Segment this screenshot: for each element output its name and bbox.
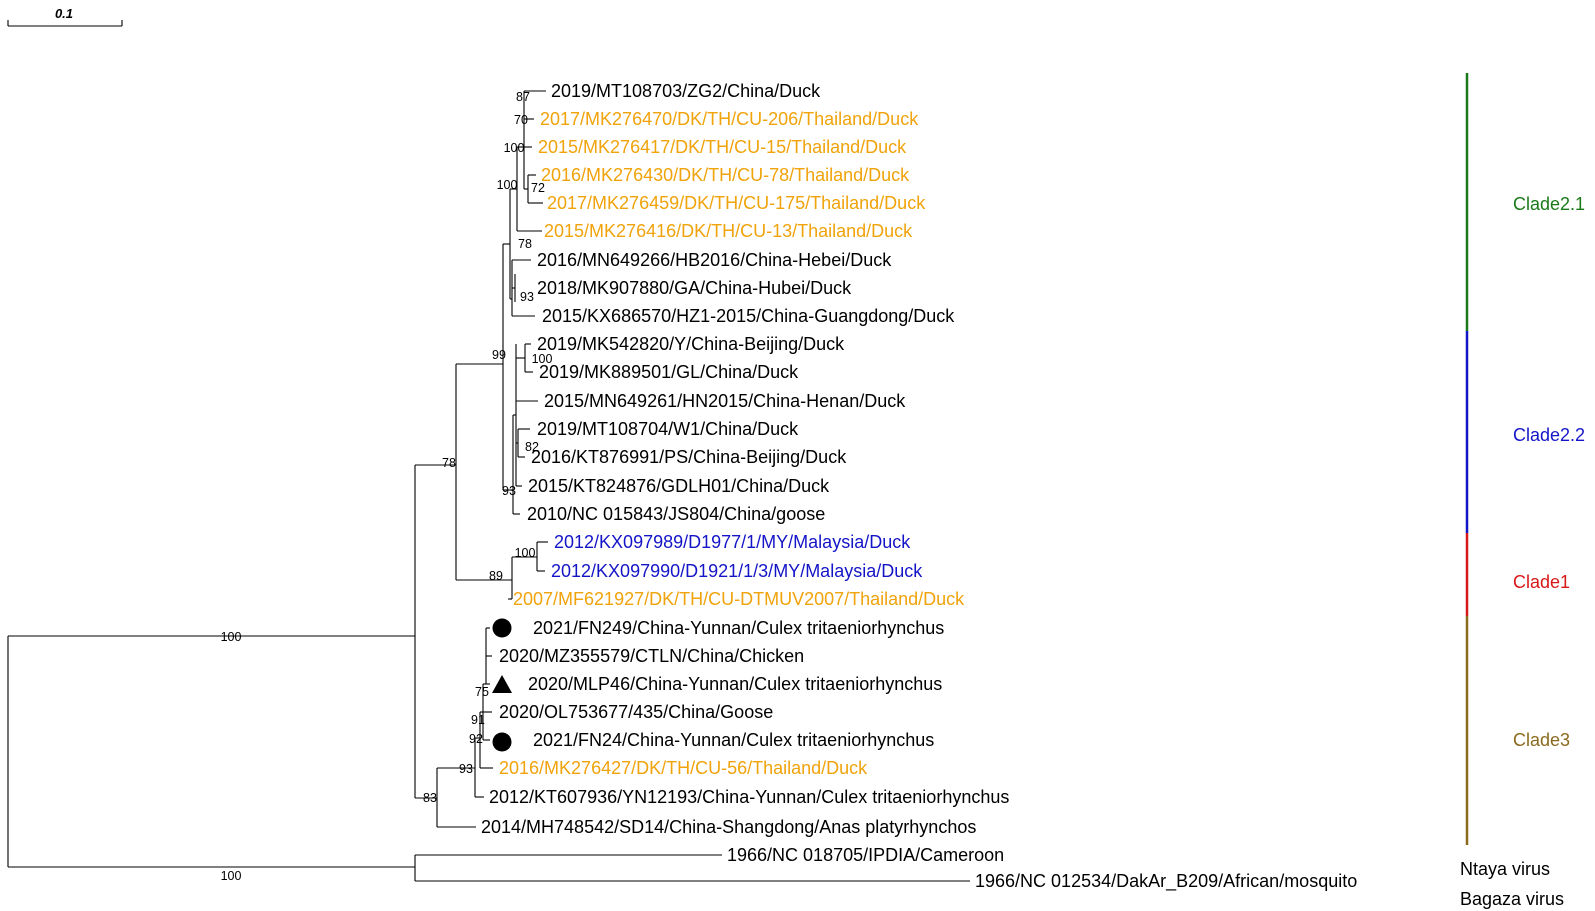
scale-bar-label: 0.1 (55, 6, 73, 21)
bootstrap-value: 93 (502, 484, 516, 498)
bootstrap-value: 78 (442, 456, 456, 470)
taxon-label: 2017/MK276470/DK/TH/CU-206/Thailand/Duck (540, 109, 919, 129)
clade-label-3: Clade3 (1513, 730, 1570, 750)
taxon-label: 2016/MN649266/HB2016/China-Hebei/Duck (537, 250, 892, 270)
taxon-label: 2007/MF621927/DK/TH/CU-DTMUV2007/Thailan… (513, 589, 965, 609)
taxon-label: 2021/FN24/China-Yunnan/Culex tritaeniorh… (533, 730, 934, 750)
bootstrap-value: 89 (489, 569, 503, 583)
circle-marker-icon (492, 732, 512, 752)
taxon-label: 1966/NC 012534/DakAr_B209/African/mosqui… (975, 871, 1357, 892)
taxon-label: 2015/MN649261/HN2015/China-Henan/Duck (544, 391, 906, 411)
sample-markers (492, 618, 512, 752)
clade-label-2-1: Clade2.1 (1513, 194, 1585, 214)
bootstrap-value: 100 (504, 141, 525, 155)
bootstrap-value: 93 (520, 290, 534, 304)
taxon-labels: 2019/MT108703/ZG2/China/Duck 2017/MK2764… (481, 81, 1357, 892)
taxon-label: 2016/MK276427/DK/TH/CU-56/Thailand/Duck (499, 758, 868, 778)
taxon-label: 2012/KX097989/D1977/1/MY/Malaysia/Duck (554, 532, 911, 552)
bootstrap-value: 75 (475, 685, 489, 699)
bootstrap-value: 93 (459, 762, 473, 776)
outgroup-label-ntaya: Ntaya virus (1460, 859, 1550, 879)
circle-marker-icon (492, 618, 512, 638)
taxon-label: 2019/MT108703/ZG2/China/Duck (551, 81, 821, 101)
bootstrap-value: 100 (515, 546, 536, 560)
taxon-label: 2015/MK276417/DK/TH/CU-15/Thailand/Duck (538, 137, 907, 157)
bootstrap-value: 91 (471, 713, 485, 727)
outgroup-labels: Ntaya virus Bagaza virus (1460, 859, 1564, 909)
clade-label-1: Clade1 (1513, 572, 1570, 592)
bootstrap-value: 100 (221, 869, 242, 883)
bootstrap-value: 82 (525, 440, 539, 454)
taxon-label: 2020/MZ355579/CTLN/China/Chicken (499, 646, 804, 666)
taxon-label: 2016/KT876991/PS/China-Beijing/Duck (531, 447, 847, 467)
bootstrap-values: 87 70 100 72 100 78 93 100 82 93 99 100 … (221, 90, 553, 883)
taxon-label: 2012/KT607936/YN12193/China-Yunnan/Culex… (489, 787, 1009, 807)
bootstrap-value: 72 (531, 181, 545, 195)
taxon-label: 1966/NC 018705/IPDIA/Cameroon (727, 845, 1004, 865)
taxon-label: 2015/MK276416/DK/TH/CU-13/Thailand/Duck (544, 221, 913, 241)
taxon-label: 2019/MK889501/GL/China/Duck (539, 362, 799, 382)
bootstrap-value: 78 (518, 237, 532, 251)
bootstrap-value: 100 (497, 178, 518, 192)
bootstrap-value: 70 (514, 113, 528, 127)
taxon-label: 2019/MT108704/W1/China/Duck (537, 419, 799, 439)
clade-label-2-2: Clade2.2 (1513, 425, 1585, 445)
bootstrap-value: 83 (423, 791, 437, 805)
clade-labels: Clade2.1 Clade2.2 Clade1 Clade3 (1513, 194, 1585, 750)
taxon-label: 2012/KX097990/D1921/1/3/MY/Malaysia/Duck (551, 561, 923, 581)
taxon-label: 2020/OL753677/435/China/Goose (499, 702, 773, 722)
taxon-label: 2015/KT824876/GDLH01/China/Duck (528, 476, 830, 496)
triangle-marker-icon (492, 675, 512, 693)
bootstrap-value: 92 (469, 732, 483, 746)
scale-bar: 0.1 (7, 6, 123, 27)
taxon-label: 2018/MK907880/GA/China-Hubei/Duck (537, 278, 852, 298)
bootstrap-value: 100 (221, 630, 242, 644)
taxon-label: 2015/KX686570/HZ1-2015/China-Guangdong/D… (542, 306, 955, 326)
taxon-label: 2019/MK542820/Y/China-Beijing/Duck (537, 334, 845, 354)
taxon-label: 2016/MK276430/DK/TH/CU-78/Thailand/Duck (541, 165, 910, 185)
bootstrap-value: 87 (516, 90, 530, 104)
taxon-label: 2020/MLP46/China-Yunnan/Culex tritaenior… (528, 674, 942, 694)
taxon-label: 2010/NC 015843/JS804/China/goose (527, 504, 825, 524)
bootstrap-value: 100 (532, 352, 553, 366)
outgroup-label-bagaza: Bagaza virus (1460, 889, 1564, 909)
bootstrap-value: 99 (492, 348, 506, 362)
taxon-label: 2014/MH748542/SD14/China-Shangdong/Anas … (481, 817, 976, 837)
taxon-label: 2021/FN249/China-Yunnan/Culex tritaenior… (533, 618, 944, 638)
taxon-label: 2017/MK276459/DK/TH/CU-175/Thailand/Duck (547, 193, 926, 213)
tree-branches (7, 73, 1469, 882)
